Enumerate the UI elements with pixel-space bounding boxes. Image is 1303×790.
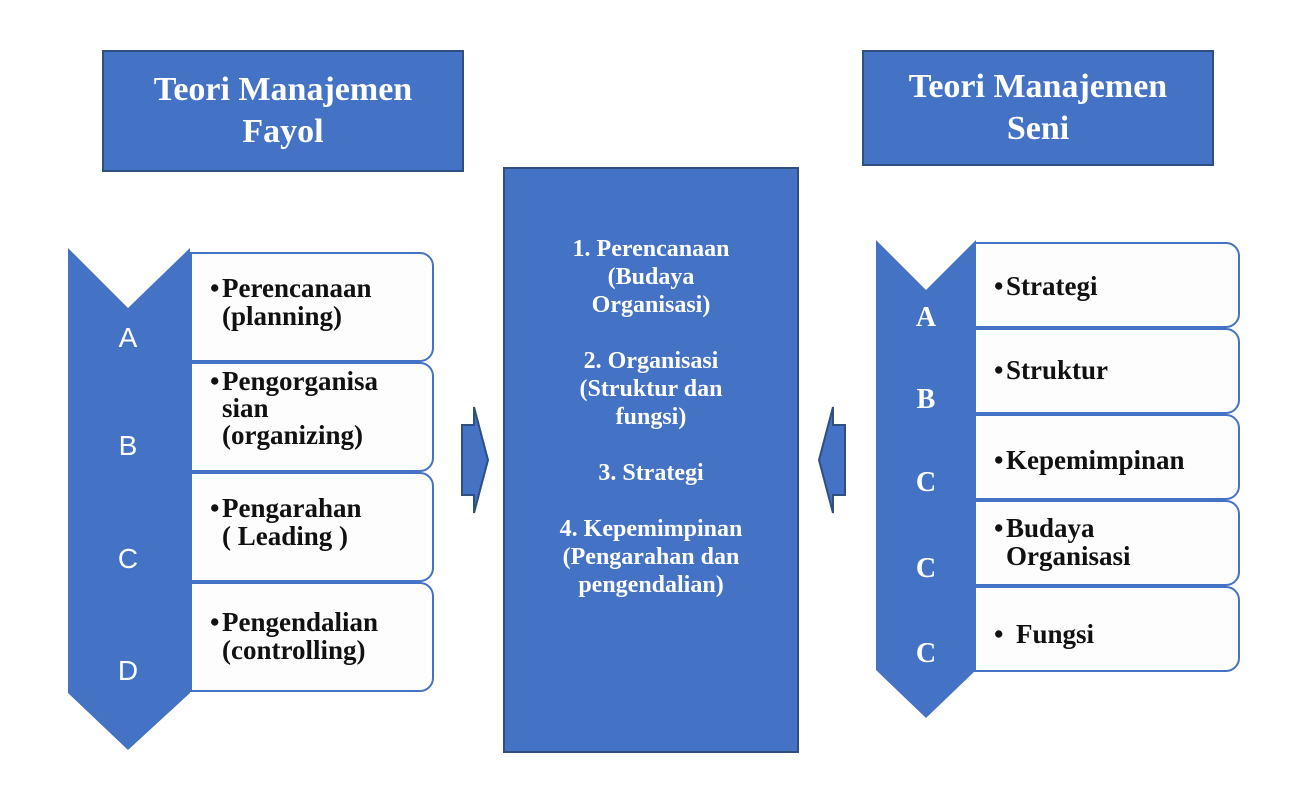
bullet-icon: • (994, 445, 1004, 475)
bullet-icon: • (210, 273, 220, 303)
bullet-icon: • (210, 493, 220, 523)
left-letter-b: B (118, 430, 138, 461)
right-item-budaya: •Budaya Organisasi (974, 500, 1240, 586)
item-line: Budaya (1006, 513, 1095, 543)
right-chevron (876, 240, 976, 718)
bullet-icon: • (994, 619, 1004, 649)
left-title-line1: Teori Manajemen (153, 71, 413, 108)
item-line: Fungsi (1016, 619, 1095, 649)
right-arrow-icon (461, 406, 490, 514)
left-title-line2: Fayol (242, 113, 324, 150)
left-item-planning: •Perencanaan (planning) (190, 252, 434, 362)
item-line: Organisasi (1006, 541, 1131, 571)
bullet-icon: • (210, 607, 220, 637)
right-letter-c3: C (915, 638, 937, 669)
item-line: Perencanaan (222, 273, 372, 303)
right-item-fungsi: • Fungsi (974, 586, 1240, 672)
right-letter-c2: C (915, 553, 937, 584)
item-line: ( Leading ) (222, 521, 349, 551)
bullet-icon: • (210, 366, 220, 396)
item-line: (organizing) (222, 420, 363, 450)
left-arrow-icon (817, 406, 846, 514)
bullet-icon: • (994, 271, 1004, 301)
left-item-controlling: •Pengendalian (controlling) (190, 582, 434, 692)
bullet-icon: • (994, 513, 1004, 543)
center-item-4: 4. Kepemimpinan (Pengarahan dan pengenda… (559, 516, 743, 598)
center-item-3: 3. Strategi (598, 460, 704, 486)
left-letter-a: A (118, 322, 138, 353)
item-line: Pengarahan (222, 493, 362, 523)
item-line: sian (222, 393, 269, 423)
item-line: Struktur (1006, 355, 1109, 385)
bullet-icon: • (994, 355, 1004, 385)
left-chevron (68, 248, 190, 750)
left-item-leading: •Pengarahan ( Leading ) (190, 472, 434, 582)
right-title-box: Teori Manajemen Seni (862, 50, 1214, 166)
item-line: Pengorganisa (222, 366, 379, 396)
item-line: Strategi (1006, 271, 1098, 301)
center-item-1: 1. Perencanaan (Budaya Organisasi) (572, 236, 730, 318)
center-item-2: 2. Organisasi (Struktur dan fungsi) (579, 348, 723, 430)
right-item-kepemimpinan: •Kepemimpinan (974, 414, 1240, 500)
item-line: (controlling) (222, 635, 366, 665)
center-box: 1. Perencanaan (Budaya Organisasi) 2. Or… (503, 167, 799, 753)
left-letter-d: D (117, 655, 139, 686)
left-item-organizing: •Pengorganisa sian (organizing) (190, 362, 434, 472)
right-item-struktur: •Struktur (974, 328, 1240, 414)
right-letter-a: A (915, 302, 937, 333)
right-title-line2: Seni (1006, 110, 1070, 147)
right-letter-b: B (916, 384, 936, 415)
item-line: Kepemimpinan (1006, 445, 1185, 475)
item-line: Pengendalian (222, 607, 379, 637)
right-letter-c1: C (915, 467, 937, 498)
right-title-line1: Teori Manajemen (908, 68, 1168, 105)
right-item-strategi: •Strategi (974, 242, 1240, 328)
left-letter-c: C (117, 543, 139, 574)
left-title-box: Teori Manajemen Fayol (102, 50, 464, 172)
item-line: (planning) (222, 301, 343, 331)
